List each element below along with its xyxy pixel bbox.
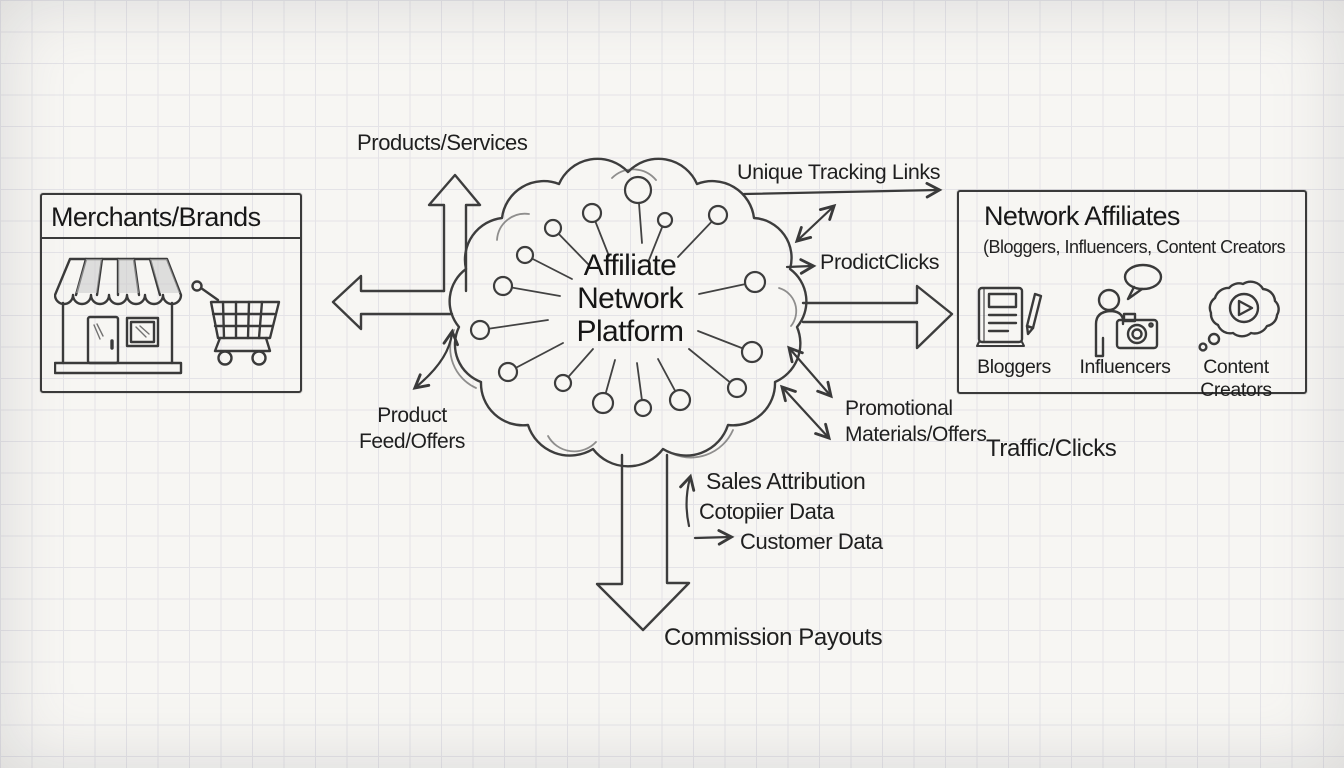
label-promotional-materials: Promotional Materials/Offers	[845, 396, 987, 447]
label-products-services: Products/Services	[357, 130, 528, 155]
label-promotional-line1: Promotional	[845, 397, 953, 420]
label-commission-payouts: Commission Payouts	[664, 624, 883, 651]
promotional-double-arrow-2	[779, 384, 832, 441]
label-product-feed-line2: Feed/Offers	[358, 429, 466, 453]
prodict-clicks-arrow	[785, 258, 817, 275]
merchants-box-title: Merchants/Brands	[42, 195, 300, 240]
storefront-icon	[54, 257, 183, 375]
cloud-platform-title: Affiliate Network Platform	[520, 249, 740, 348]
label-sales-attribution: Sales Attribution	[706, 468, 866, 494]
shopping-cart-icon	[191, 280, 281, 366]
merchants-left-arrow	[331, 274, 454, 331]
product-feed-double-arrow	[412, 328, 459, 390]
affiliates-right-arrow	[801, 284, 954, 350]
label-product-feed-offers: Product Feed/Offers	[350, 403, 474, 454]
affiliates-box-subtitle: (Bloggers, Influencers, Content Creators	[983, 237, 1286, 258]
affiliates-box-title: Network Affiliates	[984, 201, 1180, 231]
blog-notebook-pencil-icon	[976, 286, 1043, 347]
member-label-influencers: Influencers	[1079, 356, 1171, 378]
label-unique-tracking-links: Unique Tracking Links	[737, 160, 941, 184]
merchants-brands-box: Merchants/Brands	[40, 193, 302, 393]
label-promotional-line2: Materials/Offers	[845, 422, 987, 446]
label-traffic-clicks: Traffic/Clicks	[986, 435, 1117, 462]
customer-data-right-arrow	[693, 529, 735, 546]
member-label-content-creators: Content Creators	[1200, 356, 1272, 401]
promotional-double-arrow-1	[787, 345, 833, 399]
cloud-title-line3: Platform	[576, 315, 685, 348]
influencer-camera-speech-icon	[1094, 263, 1163, 358]
cloud-title-line2: Network	[577, 282, 683, 315]
tracking-double-arrow	[794, 203, 837, 244]
products-services-up-arrow	[427, 173, 482, 293]
cloud-network-nodes	[469, 175, 767, 418]
affiliate-network-cloud	[448, 157, 808, 468]
label-prodict-clicks: ProdictClicks	[820, 250, 940, 274]
network-affiliates-box: Network Affiliates (Bloggers, Influencer…	[957, 190, 1307, 401]
commission-down-arrow	[595, 453, 691, 632]
cloud-title-line1: Affiliate	[583, 249, 677, 282]
sales-attribution-up-arrow	[679, 473, 696, 528]
thought-cloud-play-icon	[1198, 280, 1280, 352]
member-label-bloggers: Bloggers	[977, 356, 1051, 378]
label-customer-data: Customer Data	[740, 529, 883, 554]
unique-tracking-links-arrow	[742, 181, 943, 199]
label-cotopiier-data: Cotopiier Data	[699, 499, 835, 524]
label-product-feed-line1: Product	[377, 404, 447, 427]
